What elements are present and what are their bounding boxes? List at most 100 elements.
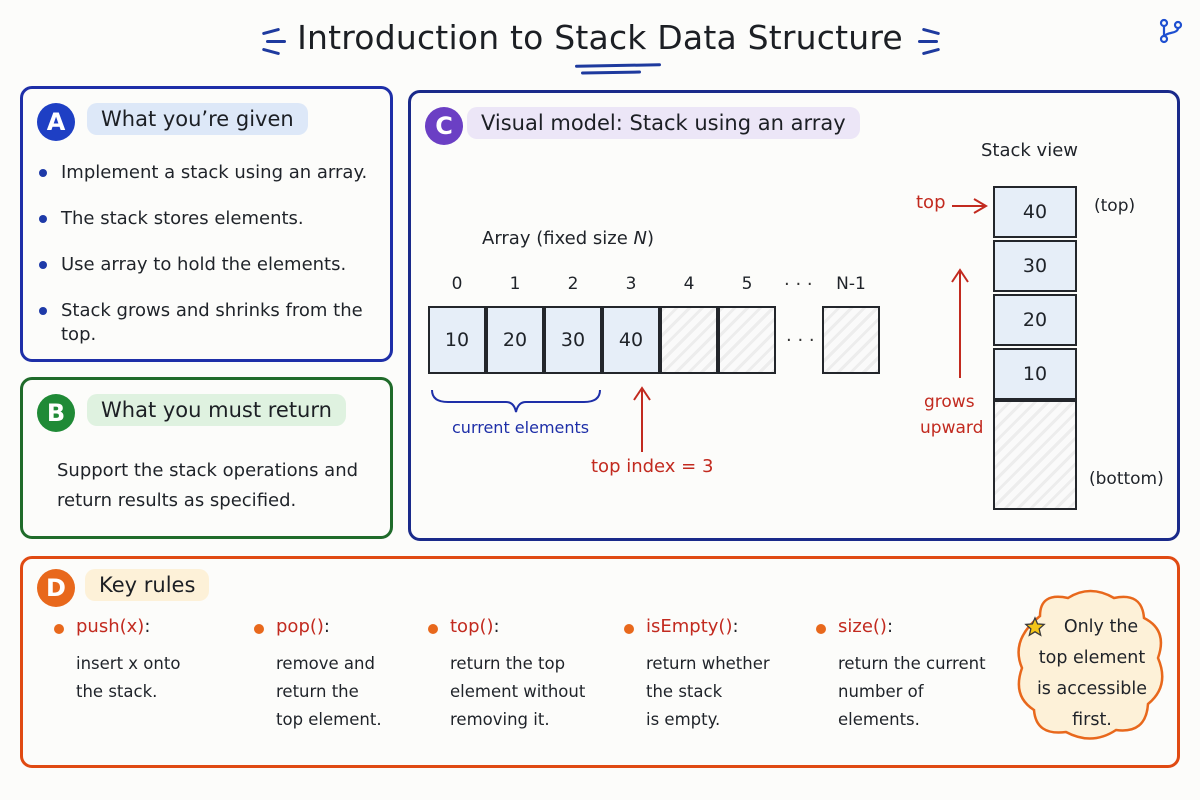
rule-desc-line: removing it.	[450, 710, 550, 729]
top-pointer-label: top	[916, 192, 946, 213]
array-cell-empty	[718, 306, 776, 374]
list-item: Use array to hold the elements.	[39, 253, 390, 299]
function-name: pop()	[276, 616, 324, 637]
rule-desc-line: return the top	[450, 654, 566, 673]
top-index-label: top index = 3	[591, 456, 714, 477]
rule-desc-line: return the	[276, 682, 359, 701]
rule-colon: :	[732, 616, 739, 637]
current-elements-brace	[431, 389, 601, 413]
array-cell-empty	[660, 306, 718, 374]
note-line: Only the	[1063, 617, 1139, 637]
array-index: 5	[741, 274, 753, 294]
array-index: 2	[567, 274, 579, 294]
section-c-panel: C Visual model: Stack using an array	[408, 90, 1180, 541]
note-text: Only the top element is accessible first…	[1030, 612, 1154, 736]
title-accent-mark	[266, 40, 286, 43]
function-name: top()	[450, 616, 494, 637]
bullet-dot	[816, 624, 826, 634]
list-item-text: Implement a stack using an array.	[61, 162, 368, 183]
list-item: Stack grows and shrinks from the top.	[39, 299, 390, 345]
title-highlight: Stack	[554, 18, 647, 57]
rule-name: size():	[838, 616, 893, 637]
rule-desc-line: is empty.	[646, 710, 721, 729]
array-cell-empty	[822, 306, 880, 374]
section-c-badge: C	[425, 107, 463, 145]
index-ellipsis: · · ·	[784, 274, 813, 295]
title-underline	[580, 70, 642, 75]
title-underline	[574, 63, 662, 68]
current-elements-label: current elements	[452, 418, 590, 437]
git-branch-icon[interactable]	[1158, 18, 1184, 44]
rule-name: push(x):	[76, 616, 150, 637]
array-cell: 20	[486, 306, 544, 374]
stack-cell: 30	[993, 240, 1077, 292]
bullet-dot	[39, 307, 47, 315]
array-cell: 30	[544, 306, 602, 374]
note-cloud	[1017, 589, 1164, 740]
rule-colon: :	[886, 616, 894, 637]
bullet-dot	[39, 169, 47, 177]
rule-colon: :	[493, 616, 500, 637]
section-d-header: Key rules	[85, 569, 210, 601]
title-prefix: Introduction to	[297, 18, 555, 57]
grows-label: grows	[924, 392, 975, 412]
section-d-panel: D Key rules	[20, 556, 1180, 768]
function-name: isEmpty()	[646, 616, 733, 637]
array-size-var: N	[633, 228, 647, 249]
rule-desc-line: the stack.	[76, 682, 158, 701]
array-index: 1	[509, 274, 521, 294]
section-b-line: Support the stack operations and	[57, 460, 359, 481]
list-item-text: The stack stores elements.	[61, 208, 304, 229]
array-cell: 40	[602, 306, 660, 374]
rule-desc-line: element without	[450, 682, 586, 701]
section-b-badge: B	[37, 394, 75, 432]
section-b-line: return results as specified.	[57, 490, 297, 511]
bullet-dot	[54, 624, 64, 634]
list-item-text: Use array to hold the elements.	[61, 254, 347, 275]
function-name: push(x)	[76, 616, 145, 637]
rule-desc-line: remove and	[276, 654, 375, 673]
top-pointer-arrow	[952, 198, 988, 214]
array-index: N-1	[836, 274, 866, 294]
array-index: 0	[451, 274, 463, 294]
note-line: first.	[1072, 710, 1112, 730]
rule-colon: :	[144, 616, 151, 637]
top-index-arrow	[633, 386, 651, 452]
rule-desc-line: insert x onto	[76, 654, 181, 673]
rule-desc-line: the stack	[646, 682, 723, 701]
stack-cell: 10	[993, 348, 1077, 400]
section-d-badge: D	[37, 569, 75, 607]
section-c-header: Visual model: Stack using an array	[467, 107, 860, 139]
section-a-header: What you’re given	[87, 103, 308, 135]
function-name: size()	[838, 616, 887, 637]
bullet-dot	[39, 261, 47, 269]
grows-upward-arrow	[951, 268, 969, 378]
array-index: 3	[625, 274, 637, 294]
bullet-dot	[39, 215, 47, 223]
rule-name: top():	[450, 616, 500, 637]
section-a-panel: A What you’re given Implement a stack us…	[20, 86, 393, 362]
stack-view-title: Stack view	[981, 140, 1079, 161]
array-title-text: )	[646, 228, 655, 249]
bullet-dot	[254, 624, 264, 634]
rule-desc: return the top element without removing it…	[450, 650, 600, 734]
note-line: top element	[1038, 648, 1146, 668]
stack-empty-area	[993, 400, 1077, 510]
stack-cell: 40	[993, 186, 1077, 238]
rule-desc-line: top element.	[276, 710, 382, 729]
star-icon	[1024, 616, 1046, 637]
stack-top-label: (top)	[1094, 196, 1136, 216]
note-line: is accessible	[1036, 679, 1148, 699]
cell-ellipsis: · · ·	[786, 330, 815, 351]
section-b-panel: B What you must return Support the stack…	[20, 377, 393, 539]
stack-bottom-label: (bottom)	[1089, 469, 1164, 489]
array-cell: 10	[428, 306, 486, 374]
title-suffix: Data Structure	[646, 18, 903, 57]
rule-desc: insert x onto the stack.	[76, 650, 226, 706]
title-accent-mark	[918, 40, 938, 43]
rule-name: pop():	[276, 616, 330, 637]
section-b-header: What you must return	[87, 394, 346, 426]
page-title: Introduction to Stack Data Structure	[0, 18, 1200, 57]
array-index: 4	[683, 274, 695, 294]
